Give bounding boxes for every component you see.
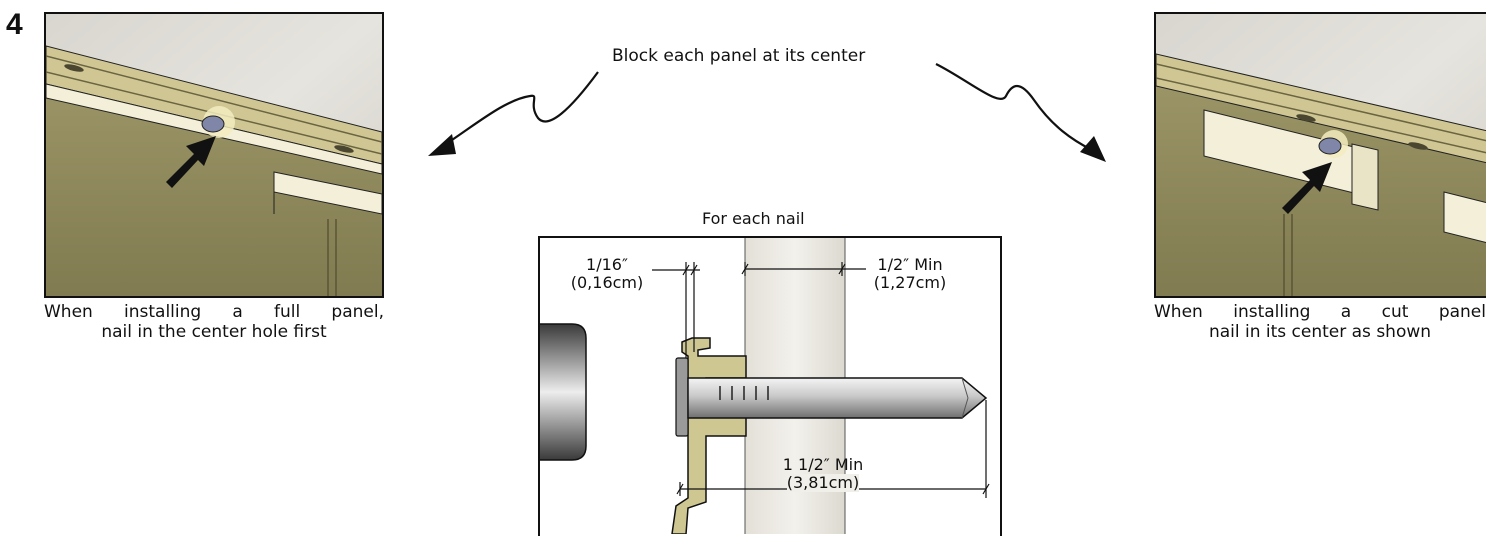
gap-dimension-imperial: 1/16″ (586, 255, 628, 274)
length-dimension-imperial: 1 1/2″ Min (782, 455, 864, 474)
full-panel-caption: When installing a full panel, nail in th… (44, 302, 384, 342)
full-panel-drawing (46, 14, 382, 296)
cut-panel-illustration (1154, 12, 1486, 298)
penetration-dimension-imperial: 1/2″ Min (877, 255, 943, 274)
block-panel-annotation: Block each panel at its center (612, 46, 866, 66)
full-panel-caption-line2: nail in the center hole first (101, 322, 327, 342)
gap-dimension-label: 1/16″ (0,16cm) (566, 256, 648, 292)
full-panel-caption-line1: When installing a full panel, (44, 302, 384, 322)
step-number: 4 (6, 8, 23, 41)
right-curved-arrow (935, 63, 1106, 162)
length-dimension-metric: (3,81cm) (786, 473, 860, 492)
penetration-dimension-metric: (1,27cm) (873, 273, 947, 292)
cut-panel-drawing (1156, 14, 1486, 296)
penetration-dimension-label: 1/2″ Min (1,27cm) (862, 256, 958, 292)
cut-panel-caption-line2: nail in its center as shown (1208, 322, 1432, 342)
full-panel-illustration (44, 12, 384, 298)
cut-panel-caption: When installing a cut panel nail in its … (1154, 302, 1486, 342)
gap-dimension-metric: (0,16cm) (570, 273, 644, 292)
cut-panel-caption-line1: When installing a cut panel (1154, 302, 1486, 322)
nail-detail-title: For each nail (702, 209, 805, 228)
left-curved-arrow (428, 71, 599, 156)
length-dimension-label: 1 1/2″ Min (3,81cm) (768, 456, 878, 492)
